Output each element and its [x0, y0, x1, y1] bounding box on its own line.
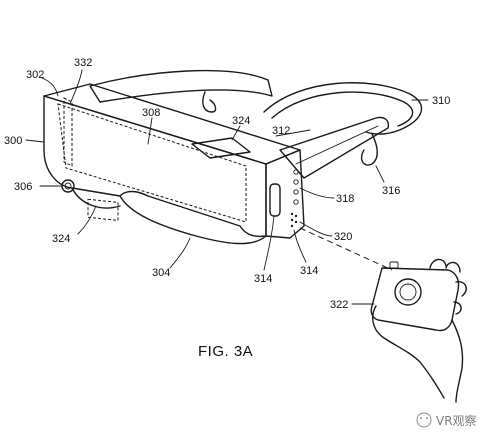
- beam-line: [299, 227, 393, 271]
- sensor-grid: [290, 212, 298, 228]
- body-side: [265, 149, 305, 239]
- ref-332: 332: [74, 57, 92, 69]
- watermark-icon: [416, 412, 432, 428]
- right-earpiece: [360, 133, 378, 166]
- ref-310: 310: [432, 95, 450, 107]
- ref-324-top: 324: [232, 115, 250, 127]
- hand-palm: [372, 305, 464, 403]
- ref-316: 316: [382, 185, 400, 197]
- ref-324-front: 324: [52, 233, 70, 245]
- reference-numerals: 302 332 300 308 324 310 312 316 318 320 …: [4, 57, 450, 311]
- face-cushion: [119, 195, 267, 245]
- ref-306: 306: [14, 181, 32, 193]
- ref-314-left: 314: [254, 273, 272, 285]
- body-front: [43, 95, 267, 238]
- ref-312: 312: [272, 125, 290, 137]
- ref-322: 322: [330, 299, 348, 311]
- side-button-4: [293, 199, 299, 205]
- left-temple-arm: [89, 69, 273, 103]
- watermark-text: VR观察: [436, 414, 477, 428]
- ref-304: 304: [152, 267, 170, 279]
- device-button: [389, 261, 399, 269]
- figure-caption: FIG. 3A: [198, 343, 253, 360]
- display-inner: [63, 97, 73, 167]
- ref-314-right: 314: [300, 265, 318, 277]
- top-window: [191, 137, 251, 159]
- watermark: VR观察: [416, 412, 477, 428]
- right-temple-arm: [279, 116, 390, 179]
- hand-fingers: [429, 258, 467, 315]
- leader-lines: [25, 69, 429, 305]
- ref-300: 300: [4, 135, 22, 147]
- headset: [43, 69, 422, 245]
- body-top: [43, 83, 301, 165]
- ref-318: 318: [336, 193, 354, 205]
- ref-302: 302: [26, 69, 44, 81]
- display-area: [57, 103, 247, 223]
- side-button-3: [293, 189, 299, 195]
- side-slot: [269, 183, 281, 217]
- left-earpiece: [202, 91, 217, 113]
- handheld-device: [370, 267, 460, 332]
- hand-with-device: [370, 258, 467, 403]
- device-lens: [394, 278, 422, 306]
- side-button-1: [293, 169, 299, 175]
- front-sensor: [87, 198, 119, 221]
- ref-320: 320: [334, 231, 352, 243]
- ref-308: 308: [142, 107, 160, 119]
- side-button-2: [293, 179, 299, 185]
